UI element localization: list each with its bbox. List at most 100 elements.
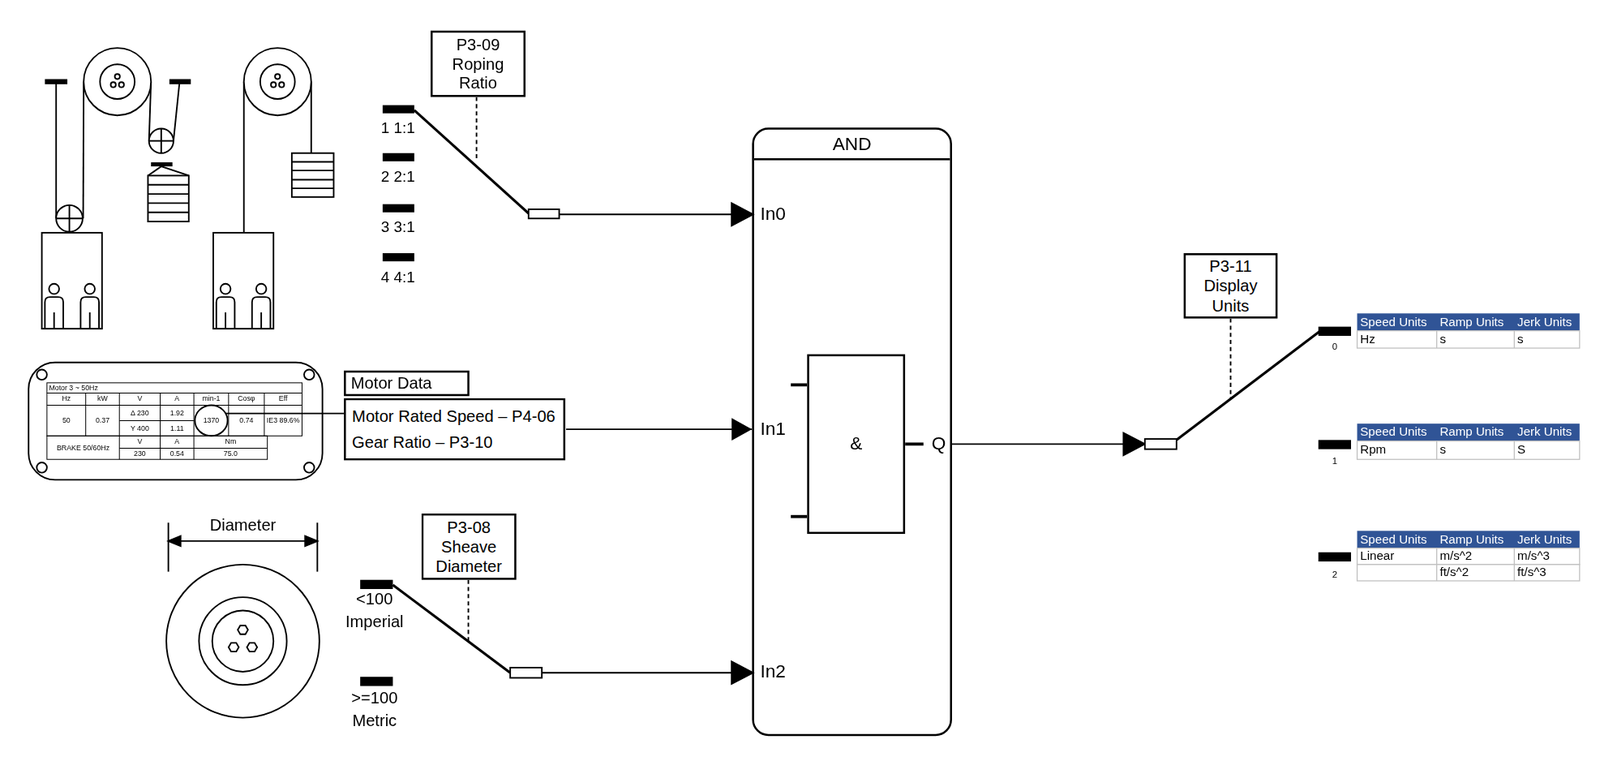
grid-line [1514,548,1515,581]
table-cell: Jerk Units [1517,531,1572,546]
bolt [228,642,240,652]
table-header [1357,530,1580,548]
pin-name: Q [931,433,947,455]
nameplate-cell: 50 [62,416,71,425]
box-text: P3-11 Display Units [1189,256,1272,315]
counterweight [147,175,189,222]
switch-position-number: 2 [1332,569,1338,580]
counterweight-pulley [149,128,174,154]
dimension-extension [167,522,170,571]
table-cell: Speed Units [1359,531,1427,546]
grid-line [1436,548,1437,581]
counterweight [291,153,335,198]
and-gate-symbol: & [806,354,906,534]
switch-pivot [510,667,542,678]
weight-plate [147,184,189,186]
screw [36,462,48,473]
person-legs [89,312,91,329]
gate-input-stub [790,514,807,519]
box-text: P3-08 Sheave Diameter [427,517,511,576]
dimension-extension [316,522,318,571]
nameplate-cell: A [174,437,180,447]
nameplate-cell: Motor 3 ~ 50Hz [48,383,98,392]
table-cell: Ramp Units [1439,314,1504,329]
grid-line [1514,330,1515,348]
drawing-group [28,47,1580,717]
switch-contact [1318,439,1352,449]
table-frame [47,435,268,459]
hub-hole [270,81,276,87]
table-cell: S [1517,442,1526,457]
weight-plate [291,187,335,189]
switch-pivot [528,209,560,219]
switch-contact [360,676,393,686]
grid-line [47,404,303,406]
table-frame [47,382,303,436]
nameplate-cell: V [137,394,142,404]
dimension-arrow [304,536,318,547]
person-legs [53,312,56,329]
grid-line [193,392,195,459]
dashed-leader [467,579,470,641]
grid-line [119,420,194,421]
leader-line [225,412,344,415]
box-text: Motor Data [351,373,433,393]
table-row [1357,330,1580,348]
nameplate-cell: 0.74 [239,416,254,425]
table-cell: Speed Units [1359,424,1427,439]
parameter-box: P3-09 Roping Ratio [430,30,526,98]
person-head [220,283,232,295]
weight-plate [147,211,189,214]
switch-position-label: 3 3:1 [381,217,416,236]
nameplate-cell: Y 400 [130,424,150,433]
table-row [1357,548,1580,565]
person-body [80,296,99,329]
box-text: Motor Rated Speed – P4-06 [351,403,556,429]
pin-name: In0 [759,203,785,225]
dashed-leader [476,97,478,162]
signal-wire [952,442,1125,445]
grid-line [47,392,303,394]
hanger [147,166,189,176]
hub-hole [278,81,284,87]
grid-line [119,447,267,449]
person-legs [260,312,262,329]
nameplate-cell: 1.92 [170,408,185,417]
switch-contact [382,253,415,262]
table-cell: Linear [1359,549,1395,563]
hub-hole [274,73,280,79]
nameplate-cell: BRAKE 50/60Hz [56,443,110,452]
screw [36,369,48,381]
grid-line [263,392,265,436]
sheave-hub [260,64,296,99]
highlight-ellipse [194,405,228,437]
traction-sheave [83,47,151,116]
input-arrow [731,660,753,684]
nameplate-cell: IE3 89.6% [266,416,301,425]
output-arrow [1123,433,1145,456]
nameplate-cell: Cosφ [237,394,255,404]
person-head [84,283,95,295]
hub-hole [111,81,116,87]
grid-line [1436,441,1437,460]
switch-contact [1318,326,1352,336]
person-body [44,296,64,329]
sheave-ring [198,596,287,685]
rope [55,81,57,219]
person-head [256,283,267,295]
nameplate-cell: Nm [225,437,237,447]
signal-wire [559,213,734,215]
table-header [1357,423,1580,441]
nameplate-cell: 230 [133,449,146,458]
table-cell: Hz [1359,332,1375,347]
bolt [247,642,258,652]
sheave-hub [212,609,274,671]
nameplate-cell: min-1 [201,394,220,404]
switch-position-label: 4 4:1 [381,267,416,286]
grid-line [1514,441,1515,460]
switch-position-label: 1 1:1 [381,118,416,137]
nameplate-cell: 1.11 [170,424,184,433]
